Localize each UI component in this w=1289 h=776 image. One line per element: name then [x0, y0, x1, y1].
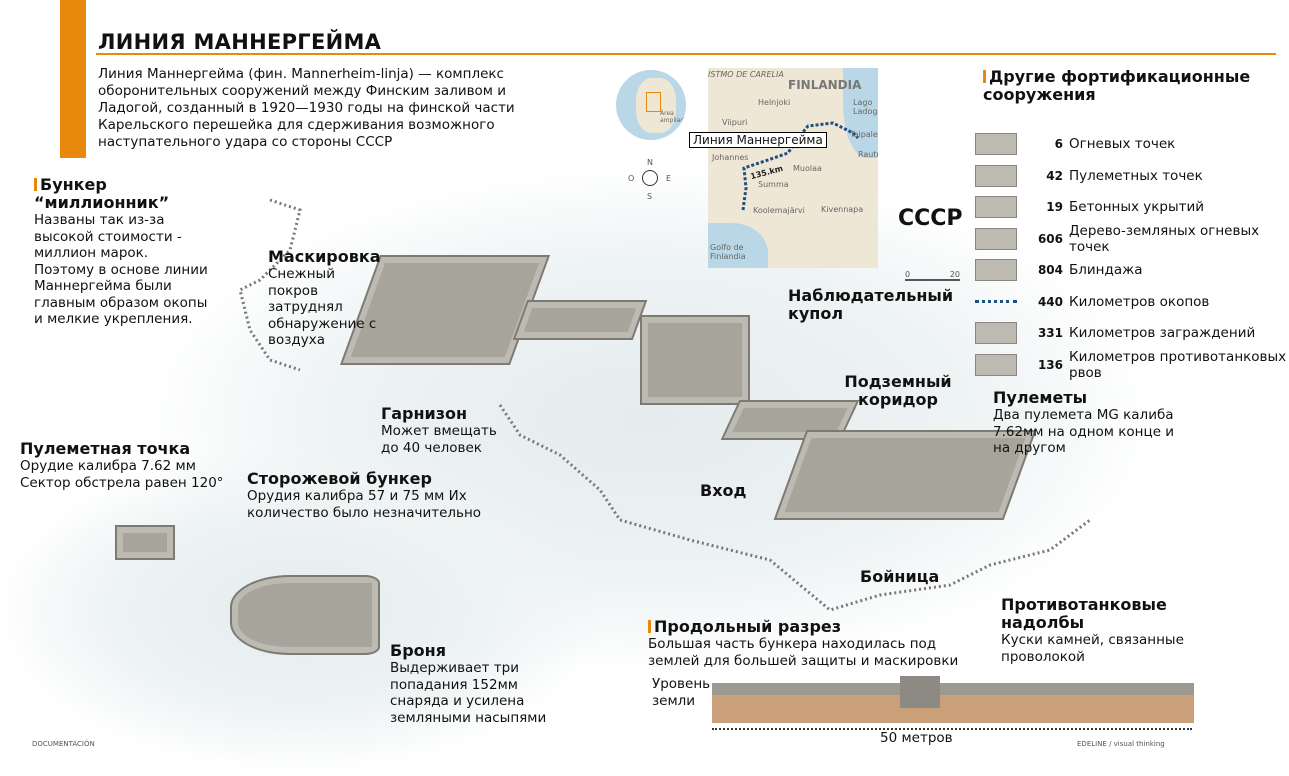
callout-corridor: Подземный коридор — [844, 372, 952, 409]
place-label: Kivennapa — [821, 205, 864, 214]
callout-title: Броня — [390, 641, 446, 660]
section-title: Продольный разрез — [654, 617, 842, 636]
callout-text: Два пулемета MG калиба 7.62мм на одном к… — [993, 407, 1175, 456]
legend-item: 136 Километров противотанковых рвов — [975, 348, 1289, 381]
legend-label: Километров окопов — [1069, 293, 1210, 310]
place-label: Johannes — [712, 153, 749, 162]
map-line-label: Линия Маннергейма — [689, 132, 827, 148]
place-label: Viipuri — [722, 118, 748, 127]
callout-mg-point: Пулеметная точка Орудие калибра 7.62 мм … — [20, 440, 230, 491]
legend-item: 331 Километров заграждений — [975, 320, 1289, 346]
callout-entrance: Вход — [700, 481, 747, 500]
fortification-icon — [975, 300, 1017, 303]
inset-globe: Área ampliada — [616, 70, 686, 140]
orange-accent-bar — [60, 0, 86, 158]
ground-level-label: Уровень земли — [652, 676, 711, 709]
section-callout: Продольный разрез Большая часть бункера … — [648, 618, 978, 669]
callout-text: Может вмещать до 40 человек — [381, 423, 497, 456]
callout-text: Названы так из-за высокой стоимости - ми… — [34, 212, 208, 327]
legend-count: 136 — [1037, 357, 1063, 372]
legend-count: 6 — [1054, 137, 1063, 151]
callout-title: Маскировка — [268, 247, 381, 266]
callout-title: Гарнизон — [381, 404, 468, 423]
legend-title: Другие фортификационные сооружения — [983, 67, 1251, 104]
callout-guard-bunker: Сторожевой бункер Орудия калибра 57 и 75… — [247, 470, 517, 521]
callout-text: Орудия калибра 57 и 75 мм Их количество … — [247, 488, 482, 521]
callout-title: Сторожевой бункер — [247, 469, 432, 488]
legend-count: 42 — [1046, 168, 1063, 183]
section-text: Большая часть бункера находилась под зем… — [648, 636, 959, 669]
karelian-isthmus-map: ISTMO DE CARELIA FINLANDIA Viipuri Helnj… — [708, 68, 878, 268]
legend-label: Километров заграждений — [1069, 325, 1256, 341]
callout-text: Снежный покров затруднял обнаружение с в… — [268, 266, 377, 348]
machine-gun-point-model — [115, 525, 175, 560]
place-label: Rautu — [858, 150, 878, 159]
intro-text: Линия Маннергейма (фин. Mannerheim-linja… — [98, 66, 515, 150]
legend-count: 19 — [1046, 200, 1063, 214]
legend-item: 19 Бетонных укрытий — [975, 194, 1289, 220]
callout-text: Орудие калибра 7.62 мм Сектор обстрела р… — [20, 458, 224, 491]
legend-label: Пулеметных точек — [1069, 167, 1203, 184]
ussr-label: СССР — [898, 206, 963, 231]
legend-count: 804 — [1037, 263, 1063, 277]
footer-credit: EDELINE / visual thinking — [1077, 740, 1165, 748]
callout-text: Выдерживает три попадания 152мм снаряда … — [390, 660, 547, 726]
fortification-icon — [975, 164, 1017, 187]
legend-count: 440 — [1037, 294, 1063, 309]
legend-item: 804 Блиндажа — [975, 257, 1289, 283]
place-label: Summa — [758, 180, 789, 189]
legend-item: 606 Дерево-земляных огневых точек — [975, 222, 1289, 255]
barbed-wire-lines — [238, 198, 1091, 612]
place-label: Golfo de Finlandia — [710, 243, 746, 261]
callout-text: Куски камней, связанные проволокой — [1001, 632, 1184, 665]
callout-dome: Наблюдательный купол — [788, 286, 954, 323]
place-label: Taipale — [850, 130, 878, 139]
fortification-icon — [975, 227, 1017, 250]
place-label: Helnjoki — [758, 98, 791, 107]
legend-item: 42 Пулеметных точек — [975, 163, 1289, 189]
page-title: ЛИНИЯ МАННЕРГЕЙМА — [98, 30, 382, 54]
callout-camouflage: Маскировка Снежный покров затруднял обна… — [268, 248, 408, 349]
cross-section-drawing — [712, 683, 1194, 723]
scale-line — [712, 728, 1192, 730]
fortification-icon — [975, 353, 1017, 376]
scale-label: 50 метров — [880, 730, 953, 746]
legend-item: 6 Огневых точек — [975, 131, 1289, 157]
callout-garrison: Гарнизон Может вмещать до 40 человек — [381, 405, 511, 456]
callout-title: Пулеметная точка — [20, 439, 191, 458]
fortification-icon — [975, 133, 1017, 155]
observation-dome-building — [640, 315, 750, 405]
section-dome — [900, 676, 940, 708]
callout-title: Противотанковые надолбы — [1001, 595, 1167, 632]
legend-label: Огневых точек — [1069, 136, 1176, 152]
callout-antitank: Противотанковые надолбы Куски камней, св… — [1001, 596, 1191, 665]
legend-label: Блиндажа — [1069, 262, 1143, 278]
legend-label: Километров противотанковых рвов — [1069, 348, 1287, 381]
legend-count: 606 — [1037, 231, 1063, 246]
legend-label: Бетонных укрытий — [1069, 199, 1205, 215]
callout-machine-guns: Пулеметы Два пулемета MG калиба 7.62мм н… — [993, 389, 1183, 457]
callout-embrasure: Бойница — [860, 567, 940, 586]
callout-title: Пулеметы — [993, 388, 1088, 407]
place-label: Muolaa — [793, 164, 822, 173]
map-label: FINLANDIA — [788, 78, 862, 92]
inset-label: Área ampliada — [660, 110, 686, 124]
map-label: ISTMO DE CARELIA — [708, 70, 784, 79]
fortification-icon — [975, 259, 1017, 281]
legend-label: Дерево-земляных огневых точек — [1069, 222, 1260, 255]
callout-armor: Броня Выдерживает три попадания 152мм сн… — [390, 642, 560, 726]
title-divider — [96, 53, 1276, 55]
fortification-icon — [975, 322, 1017, 344]
fortification-icon — [975, 196, 1017, 218]
legend-count: 331 — [1037, 326, 1063, 340]
guard-bunker-model — [230, 575, 380, 655]
place-label: Lago Ladoga — [853, 98, 878, 116]
footer-left: DOCUMENTACIÓN — [32, 740, 95, 748]
callout-millionnik: Бункер “миллионник” Названы так из-за вы… — [34, 176, 234, 328]
callout-title: Бункер “миллионник” — [34, 175, 170, 212]
place-label: Koolemajärvi — [753, 206, 805, 215]
legend-item: 440 Километров окопов — [975, 289, 1289, 315]
